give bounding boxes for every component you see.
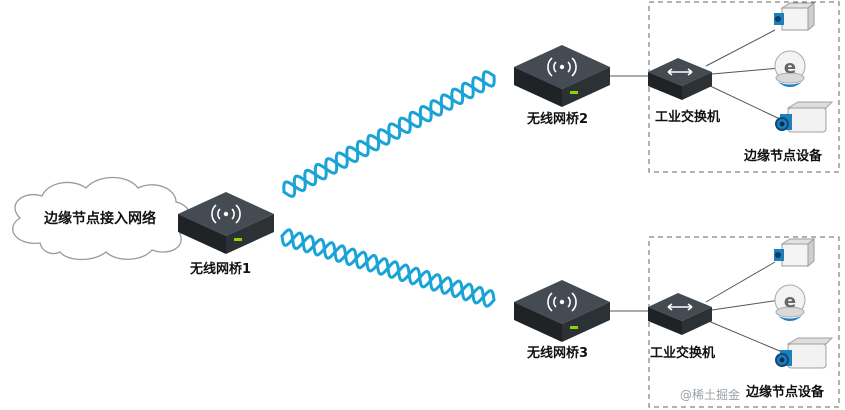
box-camera-icon bbox=[773, 2, 815, 31]
bridge-2-label: 无线网桥2 bbox=[527, 112, 589, 127]
switch-1-label: 工业交换机 bbox=[655, 110, 721, 125]
cables bbox=[608, 29, 783, 353]
bridge-3-label: 无线网桥3 bbox=[527, 346, 589, 361]
dome-camera-icon bbox=[774, 284, 806, 322]
wireless-bridge-icon bbox=[513, 279, 611, 343]
dome-camera-icon bbox=[774, 50, 806, 88]
bridge-1-label: 无线网桥1 bbox=[190, 262, 252, 277]
devices-1-label: 边缘节点设备 bbox=[744, 149, 823, 164]
devices-2-label: 边缘节点设备 bbox=[746, 385, 825, 400]
wireless-links bbox=[280, 70, 496, 308]
wireless-bridge-icon bbox=[513, 44, 611, 108]
site-box-2 bbox=[648, 236, 840, 408]
switch-2-label: 工业交换机 bbox=[650, 346, 716, 361]
cloud-icon bbox=[12, 176, 192, 261]
industrial-switch-icon bbox=[647, 57, 713, 101]
industrial-switch-icon bbox=[647, 292, 713, 336]
box-camera-icon bbox=[773, 238, 815, 267]
bullet-camera-icon bbox=[775, 101, 833, 133]
cloud-label: 边缘节点接入网络 bbox=[44, 211, 156, 227]
watermark: @稀土掘金 bbox=[680, 388, 741, 402]
bullet-camera-icon bbox=[775, 337, 833, 369]
site-box-1 bbox=[648, 1, 840, 173]
wireless-bridge-icon bbox=[177, 191, 275, 255]
